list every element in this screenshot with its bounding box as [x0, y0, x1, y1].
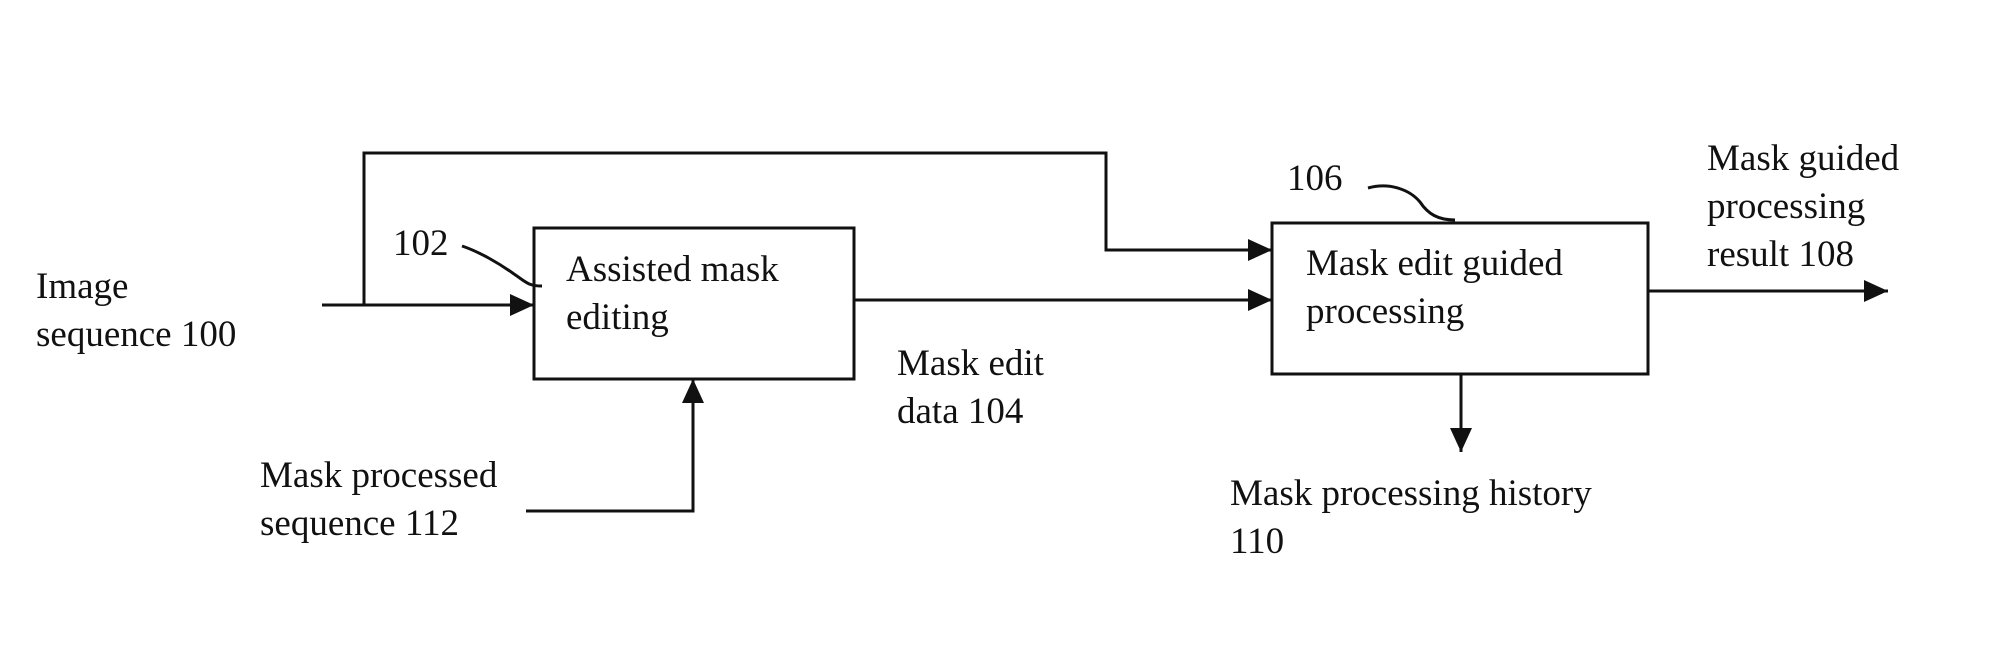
image-sequence-arrowhead: [510, 294, 534, 316]
ref-106-label: 106: [1287, 155, 1343, 203]
ref-102-label: 102: [393, 220, 449, 268]
ref-102-leader: [462, 246, 542, 286]
image-sequence-bypass-arrowhead: [1248, 239, 1272, 261]
mask-edit-guided-processing-label: Mask edit guided processing: [1306, 240, 1563, 336]
mask-processed-sequence-line: [526, 379, 693, 511]
mask-processing-history-label: Mask processing history 110: [1230, 470, 1592, 566]
mask-processed-sequence-arrowhead: [682, 379, 704, 403]
ref-106-leader: [1368, 186, 1455, 220]
mask-edit-data-label: Mask edit data 104: [897, 340, 1044, 436]
mask-processed-sequence-label: Mask processed sequence 112: [260, 452, 497, 548]
mask-processing-history-arrowhead: [1450, 428, 1472, 452]
mask-guided-processing-result-label: Mask guided processing result 108: [1707, 135, 1899, 279]
assisted-mask-editing-label: Assisted mask editing: [566, 246, 779, 342]
mask-edit-data-arrowhead: [1248, 289, 1272, 311]
image-sequence-label: Image sequence 100: [36, 263, 236, 359]
mask-guided-processing-result-arrowhead: [1864, 280, 1888, 302]
